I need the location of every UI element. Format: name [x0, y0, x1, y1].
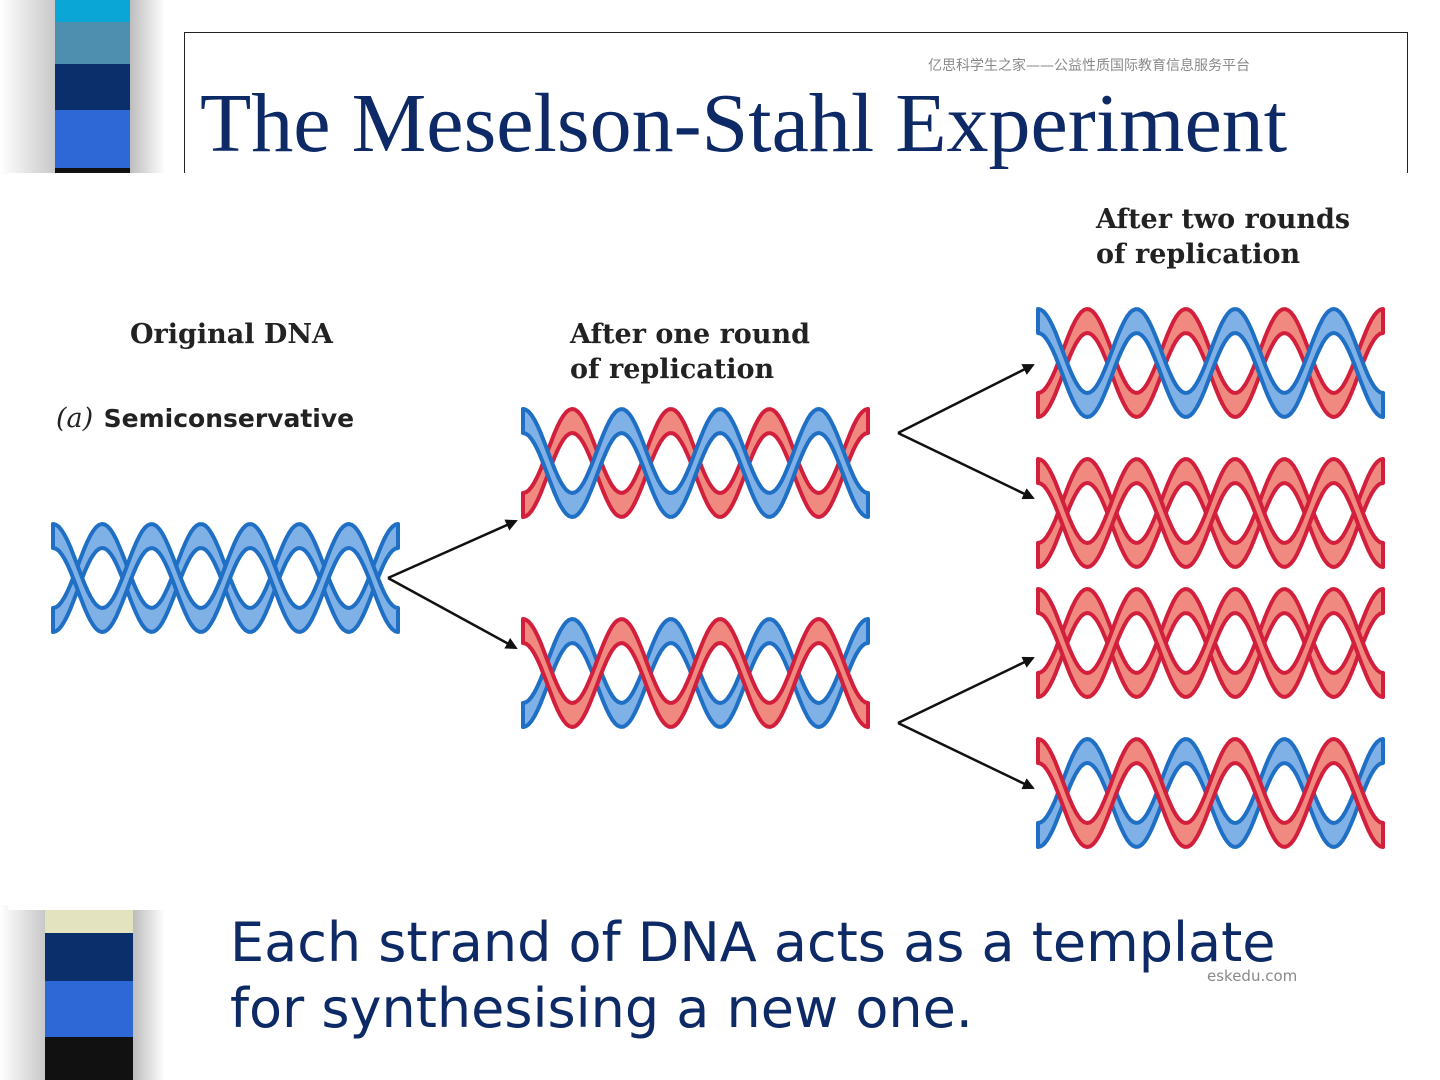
deco-shadow — [130, 0, 165, 175]
title-frame — [184, 32, 1408, 182]
arrow-to-gen2-1 — [897, 363, 1035, 435]
helix-original-strand-b — [51, 522, 400, 634]
deco-stripe — [55, 64, 130, 110]
helix-gen1-bottom-strand-b — [521, 617, 870, 729]
deco-stripe — [45, 981, 133, 1037]
left-decoration-top — [0, 0, 165, 175]
replication-diagram: Original DNA (a) Semiconservative After … — [8, 173, 1440, 910]
watermark-top: 亿思科学生之家——公益性质国际教育信息服务平台 — [928, 58, 1250, 74]
label-original-dna: Original DNA — [130, 319, 334, 350]
deco-shadow — [0, 0, 55, 175]
label-one-round-line2: of replication — [570, 354, 774, 385]
label-model-prefix: (a) — [56, 403, 93, 434]
arrow-to-gen1-bottom — [387, 576, 518, 650]
deco-stripe — [55, 22, 130, 64]
helix-gen2-4-strand-b — [1036, 737, 1385, 849]
deco-stripe — [55, 0, 130, 22]
arrow-to-gen1-top — [387, 519, 518, 580]
helix-gen2-1-strand-b — [1036, 307, 1385, 419]
helix-gen1-top-strand-b — [521, 407, 870, 519]
caption: Each strand of DNA acts as a template fo… — [230, 910, 1276, 1042]
deco-stripe — [55, 168, 130, 175]
deco-stripe — [45, 933, 133, 981]
label-semiconservative: (a) Semiconservative — [56, 403, 354, 434]
helix-gen2-2 — [1036, 457, 1385, 569]
helix-original — [51, 522, 400, 634]
watermark-bottom: eskedu.com — [1207, 967, 1298, 985]
helix-gen1-bottom — [521, 617, 870, 729]
helix-gen1-top — [521, 407, 870, 519]
helix-gen2-4 — [1036, 737, 1385, 849]
deco-shadow — [133, 905, 165, 1080]
label-one-round-line1: After one round — [569, 319, 810, 350]
deco-shadow — [0, 905, 45, 1080]
caption-line-2: for synthesising a new one. — [230, 977, 973, 1040]
helix-gen2-2-strand-b — [1036, 457, 1385, 569]
deco-stripe — [45, 1037, 133, 1080]
arrow-to-gen2-2 — [897, 431, 1035, 500]
arrow-to-gen2-3 — [897, 656, 1035, 725]
label-model-name: Semiconservative — [104, 404, 354, 433]
slide-title: The Meselson-Stahl Experiment — [200, 77, 1288, 170]
arrow-to-gen2-4 — [897, 721, 1035, 790]
helix-gen2-3-strand-b — [1036, 587, 1385, 699]
caption-line-1: Each strand of DNA acts as a template — [230, 911, 1276, 974]
deco-stripe — [55, 110, 130, 168]
helix-gen2-1 — [1036, 307, 1385, 419]
left-decoration-bottom — [0, 905, 165, 1080]
label-two-rounds-line2: of replication — [1096, 239, 1300, 270]
helix-gen2-3 — [1036, 587, 1385, 699]
label-two-rounds-line1: After two rounds — [1095, 204, 1350, 235]
